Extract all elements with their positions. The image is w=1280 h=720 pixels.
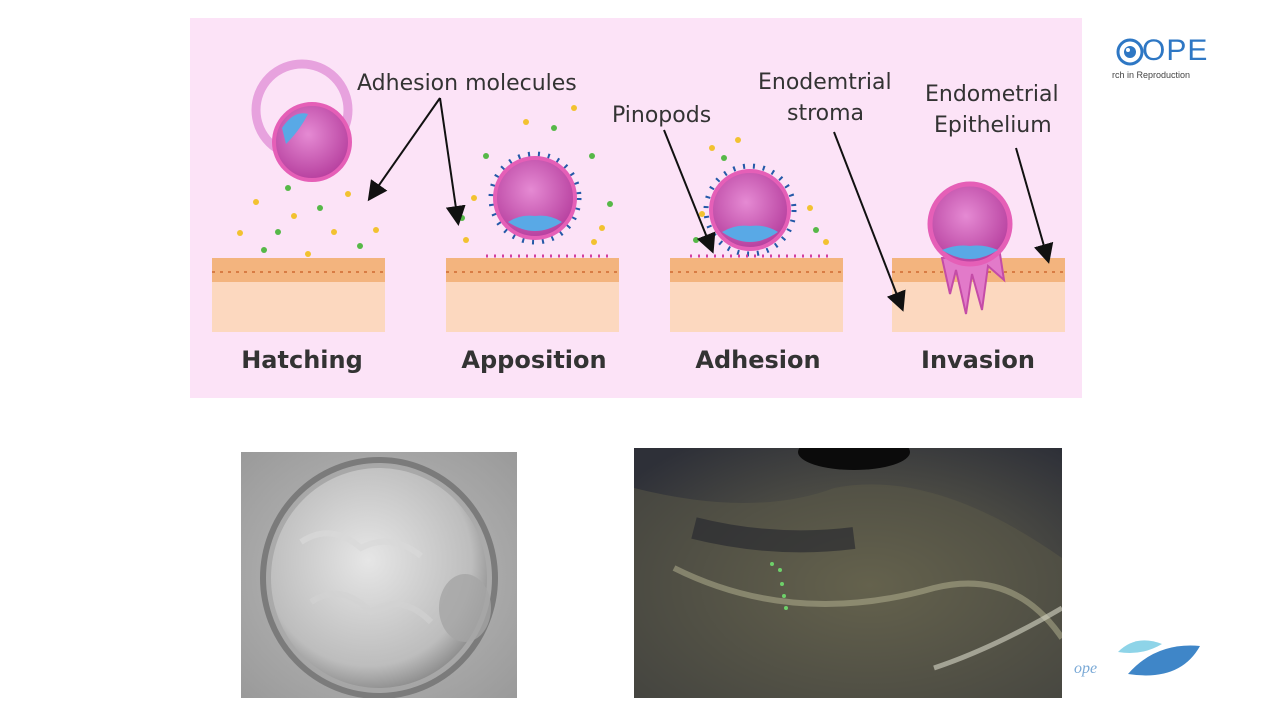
tissue-apposition	[446, 258, 619, 332]
logo-bottom-text: ope	[1074, 660, 1098, 677]
embryo-adhesion	[690, 163, 830, 258]
embryo-hatching	[251, 59, 353, 182]
logo-top: OPE rch in Reproduction	[1112, 34, 1232, 84]
implantation-diagram: Adhesion molecules Pinopods Enodemtrial …	[190, 18, 1082, 398]
stage-label-adhesion: Adhesion	[695, 346, 820, 374]
label-stroma-line2: stroma	[787, 101, 864, 126]
label-epithelium-line2: Epithelium	[934, 113, 1052, 138]
label-epithelium-line1: Endometrial	[925, 82, 1059, 107]
stage-label-invasion: Invasion	[921, 346, 1035, 374]
eye-logo-icon	[1116, 38, 1144, 66]
annotation-arrows	[367, 97, 1054, 312]
label-adhesion-molecules: Adhesion molecules	[357, 71, 577, 96]
stage-label-hatching: Hatching	[241, 346, 363, 374]
stage-label-apposition: Apposition	[461, 346, 606, 374]
measurement-markers	[770, 562, 788, 610]
tissue-hatching	[212, 258, 385, 332]
embryo-apposition	[486, 151, 610, 258]
blastocyst-micrograph	[241, 452, 517, 698]
tissue-adhesion	[670, 258, 843, 332]
embryo-invasion	[927, 181, 1013, 315]
implantation-diagram-svg: Adhesion molecules Pinopods Enodemtrial …	[212, 59, 1065, 374]
ultrasound-image	[634, 448, 1062, 698]
label-pinopods: Pinopods	[612, 103, 711, 128]
logo-text: OPE	[1142, 34, 1209, 67]
label-stroma-line1: Enodemtrial	[758, 70, 892, 95]
leaf-logo-icon	[1118, 640, 1200, 676]
logo-subtitle: rch in Reproduction	[1112, 70, 1191, 80]
